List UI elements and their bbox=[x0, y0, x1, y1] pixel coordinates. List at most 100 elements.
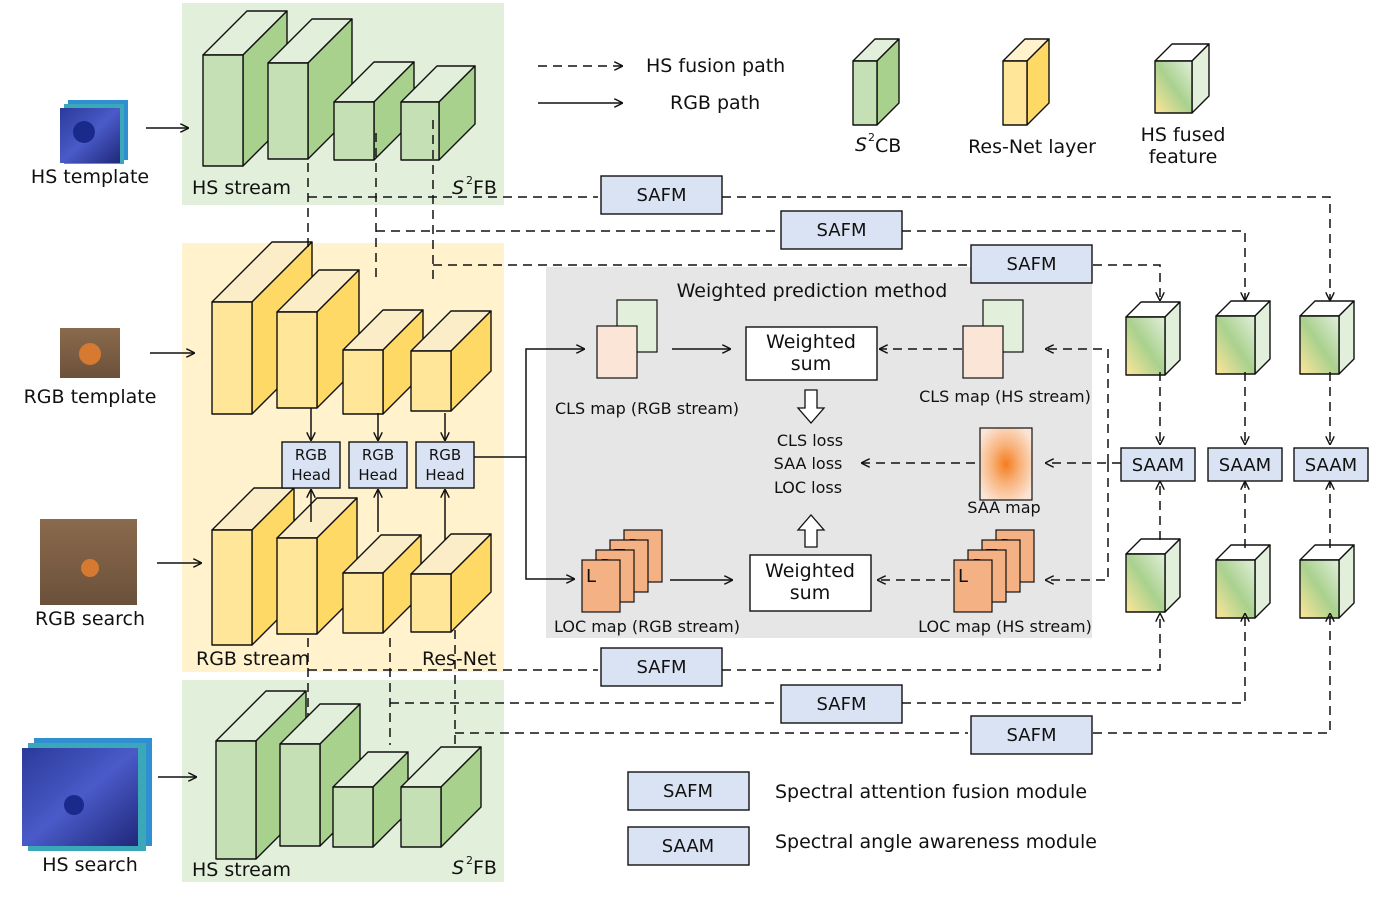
legend-s2cb-label: S 2 CB bbox=[855, 131, 901, 157]
svg-text:FB: FB bbox=[473, 177, 497, 199]
svg-text:SAFM: SAFM bbox=[663, 781, 713, 802]
legend-fused-cube bbox=[1154, 43, 1210, 114]
svg-text:FB: FB bbox=[473, 857, 497, 879]
svg-text:RGB: RGB bbox=[295, 446, 327, 464]
s2cb-block bbox=[333, 61, 415, 161]
hs-fusion-paths bbox=[307, 120, 1330, 748]
hs-template-label: HS template bbox=[31, 166, 149, 188]
hs-template-image bbox=[60, 100, 128, 164]
svg-text:Head: Head bbox=[291, 466, 330, 484]
hs-fused-feature bbox=[1125, 301, 1181, 376]
saam-module: SAAM bbox=[1120, 447, 1196, 482]
rgb-search-image bbox=[40, 519, 137, 605]
legend-safm-box: SAFM bbox=[627, 771, 750, 811]
resnet-block bbox=[342, 534, 422, 634]
safm-module: SAFM bbox=[970, 715, 1093, 755]
safm-module: SAFM bbox=[600, 647, 723, 687]
hollow-up-arrow bbox=[796, 514, 826, 548]
cls-map-hs-label: CLS map (HS stream) bbox=[919, 387, 1091, 406]
cls-map-hs bbox=[962, 299, 1024, 379]
prediction-title: Weighted prediction method bbox=[677, 280, 948, 302]
s2cb-block bbox=[400, 65, 476, 161]
resnet-block bbox=[410, 533, 492, 633]
cls-loss-label: CLS loss bbox=[777, 431, 843, 450]
svg-text:SAFM: SAFM bbox=[1007, 725, 1057, 746]
safm-module: SAFM bbox=[780, 210, 903, 250]
hs-fused-feature bbox=[1215, 300, 1271, 375]
hs-search-image bbox=[22, 738, 152, 851]
svg-text:Weighted: Weighted bbox=[766, 331, 856, 353]
hs-stream-top-label: HS stream bbox=[192, 177, 291, 199]
weighted-sum-loc: Weighted sum bbox=[749, 554, 872, 612]
safm-module: SAFM bbox=[600, 175, 723, 215]
loc-map-rgb: RTBL bbox=[581, 529, 663, 613]
hs-fused-feature bbox=[1299, 544, 1355, 619]
rgb-template-label: RGB template bbox=[24, 386, 157, 408]
rgb-head: RGB Head bbox=[281, 441, 341, 489]
head-arrows bbox=[311, 408, 445, 540]
s2cb-block bbox=[400, 746, 482, 848]
rgb-head: RGB Head bbox=[348, 441, 408, 489]
svg-text:SAAM: SAAM bbox=[662, 836, 714, 857]
svg-text:Head: Head bbox=[425, 466, 464, 484]
legend-saam-box: SAAM bbox=[627, 826, 750, 866]
legend-saam-desc: Spectral angle awareness module bbox=[775, 831, 1097, 853]
hs-fused-feature bbox=[1215, 544, 1271, 619]
svg-text:2: 2 bbox=[466, 854, 473, 867]
saam-module: SAAM bbox=[1207, 447, 1283, 482]
legend-rgb-path: RGB path bbox=[670, 92, 760, 114]
hs-stream-bottom-label: HS stream bbox=[192, 859, 291, 881]
svg-text:SAFM: SAFM bbox=[637, 657, 687, 678]
loc-map-hs-label: LOC map (HS stream) bbox=[918, 617, 1092, 636]
svg-text:S: S bbox=[452, 857, 464, 879]
svg-text:SAFM: SAFM bbox=[1007, 254, 1057, 275]
svg-text:SAFM: SAFM bbox=[817, 694, 867, 715]
resnet-block bbox=[342, 309, 424, 415]
loc-map-hs: RTBL bbox=[953, 529, 1035, 613]
svg-text:S: S bbox=[452, 177, 464, 199]
svg-text:2: 2 bbox=[868, 131, 875, 144]
svg-text:SAAM: SAAM bbox=[1305, 455, 1357, 476]
hs-fused-feature bbox=[1125, 538, 1181, 613]
rgb-head: RGB Head bbox=[415, 441, 475, 489]
hollow-down-arrow bbox=[796, 389, 826, 424]
legend-resnet-label: Res-Net layer bbox=[968, 136, 1096, 158]
legend-safm-desc: Spectral attention fusion module bbox=[775, 781, 1087, 803]
weighted-sum-cls: Weighted sum bbox=[745, 326, 878, 381]
saa-map-label: SAA map bbox=[967, 498, 1040, 517]
svg-text:SAFM: SAFM bbox=[637, 185, 687, 206]
svg-text:Weighted: Weighted bbox=[765, 560, 855, 582]
saa-loss-label: SAA loss bbox=[774, 454, 843, 473]
hs-search-label: HS search bbox=[42, 854, 138, 876]
rgb-paths bbox=[474, 349, 732, 580]
rgb-stream-label: RGB stream bbox=[196, 648, 310, 670]
resnet-label: Res-Net bbox=[422, 648, 496, 670]
s2fb-top-label: S 2 FB bbox=[452, 174, 497, 199]
svg-text:RGB: RGB bbox=[429, 446, 461, 464]
svg-text:SAAM: SAAM bbox=[1132, 455, 1184, 476]
loc-loss-label: LOC loss bbox=[774, 478, 842, 497]
svg-text:SAAM: SAAM bbox=[1219, 455, 1271, 476]
legend-fused-label-1: HS fused bbox=[1141, 124, 1226, 146]
safm-module: SAFM bbox=[970, 244, 1093, 284]
svg-text:RGB: RGB bbox=[362, 446, 394, 464]
legend-s2cb-cube bbox=[852, 38, 900, 126]
cls-map-rgb bbox=[596, 299, 658, 379]
svg-text:Head: Head bbox=[358, 466, 397, 484]
loc-map-rgb-label: LOC map (RGB stream) bbox=[554, 617, 740, 636]
s2fb-bottom-label: S 2 FB bbox=[452, 854, 497, 879]
svg-text:SAFM: SAFM bbox=[817, 220, 867, 241]
rgb-search-label: RGB search bbox=[35, 608, 145, 630]
legend-resnet-cube bbox=[1002, 38, 1050, 126]
legend-fused-label-2: feature bbox=[1149, 146, 1218, 168]
saam-module: SAAM bbox=[1293, 447, 1369, 482]
svg-text:sum: sum bbox=[791, 353, 831, 375]
s2cb-block bbox=[332, 751, 409, 848]
svg-text:CB: CB bbox=[875, 135, 901, 157]
safm-module: SAFM bbox=[780, 684, 903, 724]
svg-text:S: S bbox=[855, 134, 867, 156]
loc-letter: L bbox=[586, 566, 596, 587]
svg-text:sum: sum bbox=[790, 582, 830, 604]
resnet-block bbox=[410, 310, 492, 412]
